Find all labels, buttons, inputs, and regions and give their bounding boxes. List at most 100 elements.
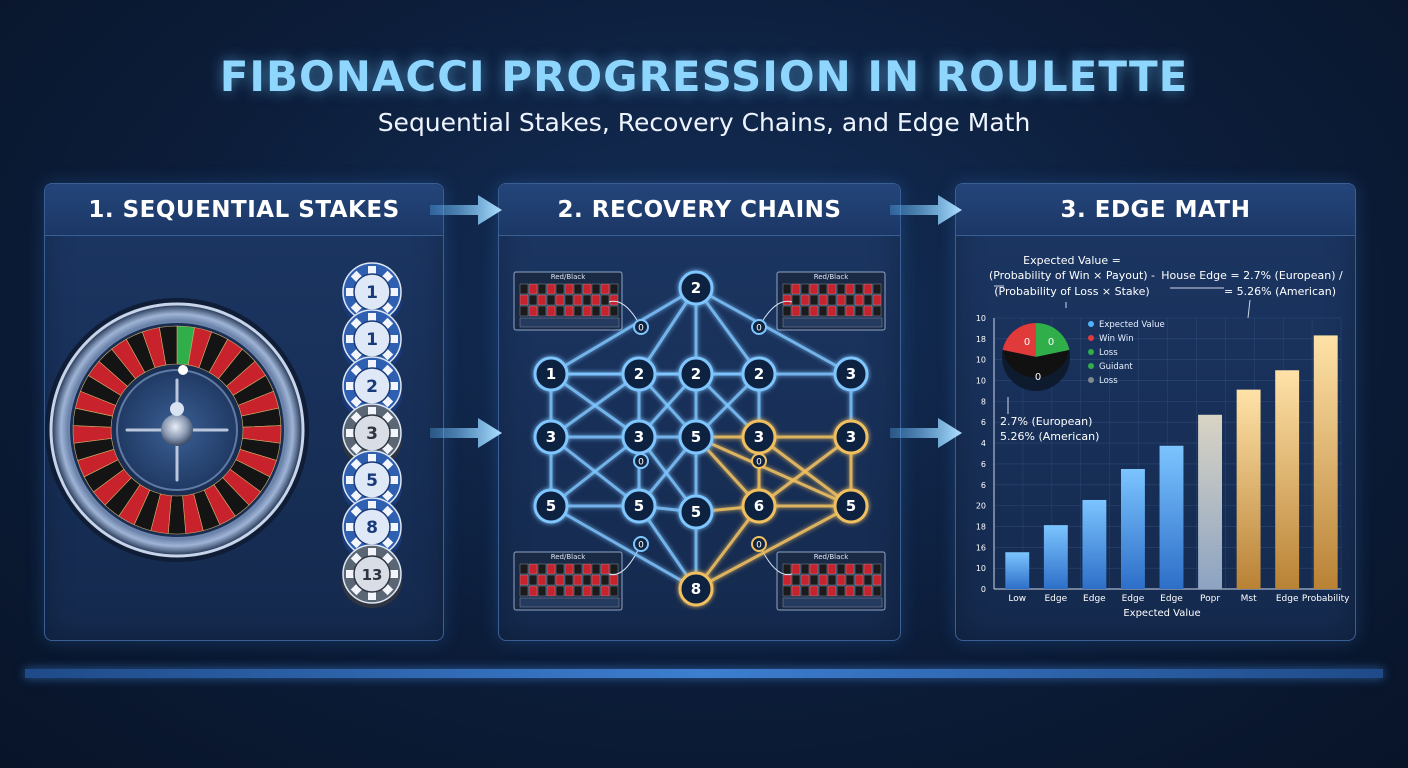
chain-link [695,504,852,591]
ev-formula-line3: (Probability of Loss × Stake) [994,285,1149,298]
chart-bar [1082,499,1107,589]
legend-swatch [1088,377,1094,383]
chain-node-label: 5 [691,428,701,446]
chart-bar [1159,445,1184,589]
y-tick-label: 18 [976,522,986,531]
x-tick-label: Mst [1241,594,1257,604]
chain-small-node: 0 [751,453,767,469]
x-tick-label: Edge [1122,594,1145,604]
chain-small-node-label: 0 [638,324,644,334]
chain-node: 5 [621,488,657,524]
chart-bar [1275,370,1300,589]
x-tick-label: Edge [1083,594,1106,604]
chart-grid [993,317,1342,590]
pie-label: 0 [1035,372,1041,383]
chip-label: 1 [366,330,378,350]
chart-bar [1120,468,1145,589]
chain-node-label: 5 [546,497,556,515]
chain-node-label: 8 [691,580,701,598]
x-tick-label: Edge [1160,594,1183,604]
y-tick-label: 10 [976,564,986,573]
arrow-right-icon [890,195,962,225]
mini-roulette-board: Red/Black [758,271,886,331]
legend-swatch [1088,349,1094,355]
chain-link [758,435,852,508]
chain-node: 3 [741,419,777,455]
arrow-right-icon [430,195,502,225]
chain-node-label: 5 [846,497,856,515]
chain-link [550,372,640,439]
chain-link [695,286,852,376]
betting-chip: 13 [342,544,402,608]
x-tick-label: Edge [1045,594,1068,604]
chain-node-label: 5 [634,497,644,515]
chain-node: 5 [678,494,714,530]
x-tick-label: Probability [1302,594,1350,604]
betting-chip: 1 [342,309,402,373]
y-tick-label: 18 [976,335,986,344]
panel-title: 2. RECOVERY CHAINS [499,184,900,236]
betting-chip: 2 [342,356,402,420]
chain-link [695,435,852,508]
legend-swatch [1088,363,1094,369]
chain-node: 3 [833,356,869,392]
panel-sequential-stakes: 1. SEQUENTIAL STAKES [44,183,444,641]
chip-label: 1 [366,283,378,303]
chart-bars [1005,335,1338,589]
edge-note-line2: 5.26% (American) [1000,430,1099,443]
chain-node-label: 3 [634,428,644,446]
chain-node-label: 3 [846,365,856,383]
legend-label: Loss [1099,376,1118,386]
arrow-right-icon [430,418,502,448]
panel-title: 3. EDGE MATH [956,184,1355,236]
chain-small-node: 0 [633,536,649,552]
chain-node: 5 [533,488,569,524]
chain-small-node: 0 [633,453,649,469]
legend-label: Win Win [1099,334,1134,344]
y-tick-label: 6 [981,481,986,490]
chip-label: 8 [366,518,378,538]
ev-formula-line2: (Probability of Win × Payout) - [989,269,1155,282]
chain-node: 2 [678,270,714,306]
chain-small-node-label: 0 [756,324,762,334]
chain-small-node-label: 0 [756,458,762,468]
chain-small-node: 0 [751,319,767,335]
chain-node: 1 [533,356,569,392]
chain-node: 3 [833,419,869,455]
house-edge-line1: House Edge = 2.7% (European) / [1161,269,1343,282]
chain-node: 3 [533,419,569,455]
chain-node-label: 3 [546,428,556,446]
y-tick-label: 10 [976,377,986,386]
mini-roulette-board: Red/Black [513,271,642,331]
pie-label: 0 [1048,337,1054,348]
chain-node-label: 1 [546,365,556,383]
chain-node: 2 [621,356,657,392]
legend-label: Loss [1099,348,1118,358]
arrow-right-icon [890,418,962,448]
chain-small-node-label: 0 [638,458,644,468]
betting-chip: 3 [342,403,402,467]
chip-label: 5 [366,471,378,491]
mini-board-label: Red/Black [551,273,587,281]
chain-node: 3 [621,419,657,455]
chip-stack: 1 1 2 3 5 8 13 [342,262,402,608]
chain-small-node: 0 [633,319,649,335]
chain-node-label: 3 [846,428,856,446]
mini-board-label: Red/Black [814,273,850,281]
y-tick-label: 16 [976,543,986,552]
chart-bar [1236,389,1261,589]
chain-node-label: 6 [754,497,764,515]
chain-node: 6 [741,488,777,524]
page-subtitle: Sequential Stakes, Recovery Chains, and … [377,108,1031,137]
legend-swatch [1088,321,1094,327]
bottom-divider [25,669,1383,678]
legend-swatch [1088,335,1094,341]
chart-bar [1005,552,1030,589]
panel-title: 1. SEQUENTIAL STAKES [45,184,443,236]
chip-label: 2 [366,377,378,397]
sequential-stakes-illustration: 1 1 2 3 5 8 13 [45,262,402,608]
edge-note-line1: 2.7% (European) [1000,415,1092,428]
